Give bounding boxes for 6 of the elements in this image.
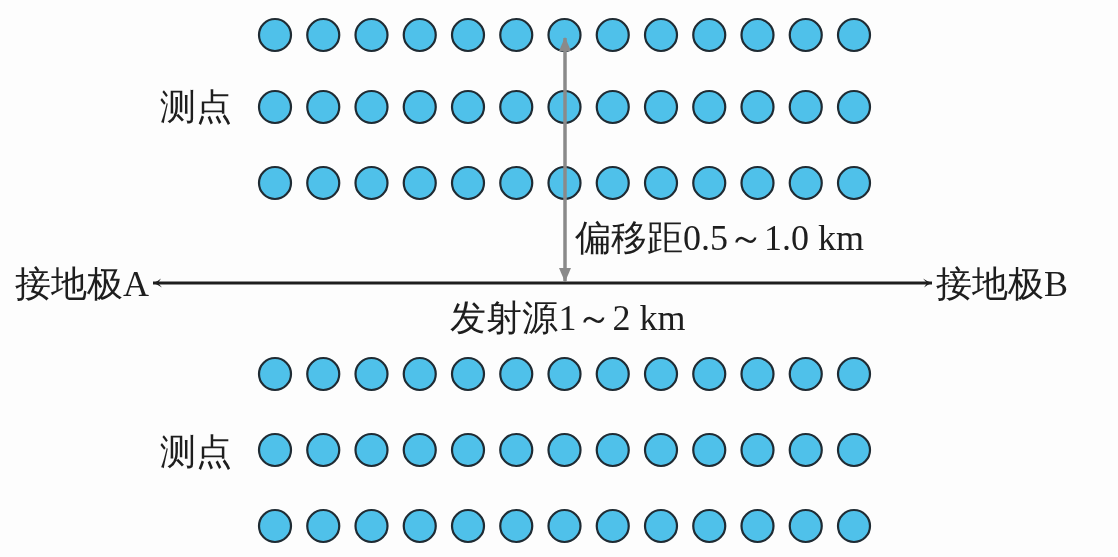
node-label: 接地极A — [15, 264, 149, 304]
node-label: 接地极B — [936, 264, 1068, 304]
text-label: 测点 — [160, 432, 232, 472]
text-label: 测点 — [160, 87, 232, 127]
dimension-label: 偏移距0.5～1.0 km — [575, 218, 864, 258]
edge-label: 发射源1～2 km — [450, 298, 686, 338]
